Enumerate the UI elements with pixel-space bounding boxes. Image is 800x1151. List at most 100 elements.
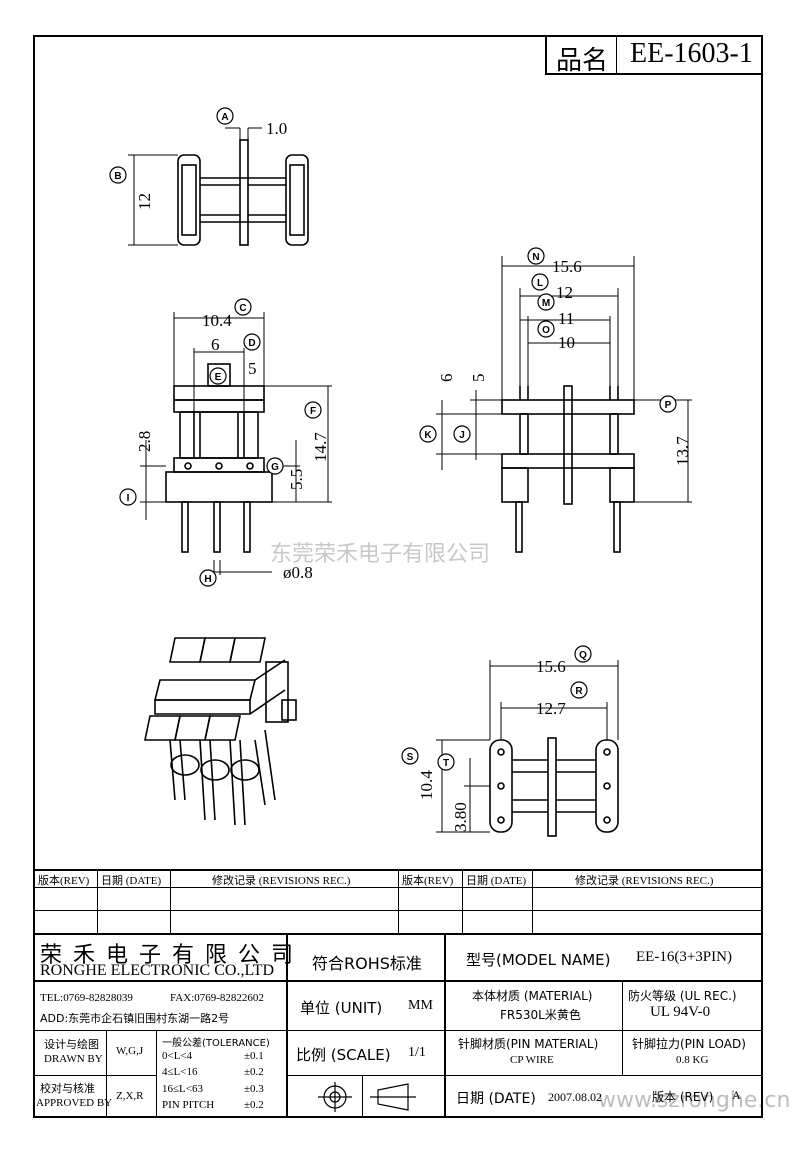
isometric-view: [144, 637, 297, 826]
fire-rating-value: UL 94V-0: [650, 1004, 711, 1020]
circle-letter: N: [532, 252, 539, 263]
revisions-divider: [97, 869, 98, 933]
revisions-divider: [170, 869, 171, 933]
dim-n: 15.6: [552, 257, 582, 276]
date-label: 日期 (DATE): [456, 1091, 536, 1107]
circle-letter: Q: [579, 650, 587, 661]
revisions-divider: [398, 869, 399, 933]
dim-c: 10.4: [202, 311, 232, 330]
drawn-by-value: W,G,J: [116, 1045, 144, 1057]
circle-letter: G: [271, 462, 279, 473]
watermark-url: www.szronghe.cn: [598, 1088, 791, 1113]
dim-k: 6: [437, 374, 456, 383]
unit-value: MM: [408, 998, 433, 1013]
rev-header-rec-2: 修改记录 (REVISIONS REC.): [575, 875, 714, 887]
circle-letter: S: [407, 752, 414, 763]
tb-line: [286, 1075, 763, 1076]
dim-d: 6: [211, 335, 220, 354]
circle-letter: C: [239, 303, 246, 314]
scale-value: 1/1: [408, 1045, 426, 1060]
front-view: [165, 363, 273, 553]
circle-letter: A: [221, 112, 228, 123]
rev-label: 版本 (REV): [652, 1090, 714, 1104]
scale-label: 比例 (SCALE): [296, 1046, 391, 1064]
dim-q: 15.6: [536, 657, 566, 676]
circle-letter: I: [127, 493, 130, 504]
header-partno-cell: [616, 35, 763, 75]
tb-divider: [106, 1030, 107, 1118]
circle-letter: L: [537, 278, 543, 289]
dim-i: 2.8: [135, 431, 154, 452]
dim-m: 11: [558, 309, 574, 328]
header-partno: EE-1603-1: [630, 38, 753, 69]
circle-letter: D: [248, 338, 255, 349]
tb-line: [33, 1075, 156, 1076]
company-fax: FAX:0769-82822602: [170, 992, 264, 1004]
unit-label: 单位 (UNIT): [300, 999, 383, 1017]
pin-load-value: 0.8 KG: [676, 1054, 709, 1066]
tolerance-range: 4≤L<16: [162, 1066, 198, 1078]
circle-letter: T: [443, 758, 449, 769]
dim-l: 12: [556, 283, 573, 302]
rohs-label: 符合ROHS标准: [312, 954, 422, 973]
dim-r: 12.7: [536, 699, 566, 718]
tolerance-value: ±0.3: [244, 1083, 264, 1095]
company-name-en: RONGHE ELECTRONIC CO.,LTD: [40, 962, 275, 979]
tb-divider: [444, 933, 446, 1118]
tb-line: [33, 1030, 763, 1031]
circle-letter: O: [542, 325, 550, 336]
side-view: [501, 385, 635, 553]
circle-letter: R: [575, 686, 583, 697]
tolerance-value: ±0.2: [244, 1066, 264, 1078]
circle-letter: M: [542, 298, 550, 309]
model-label: 型号(MODEL NAME): [466, 951, 611, 969]
circle-letter: B: [114, 171, 121, 182]
dim-f: 14.7: [311, 432, 330, 462]
dim-b: 12: [135, 193, 154, 210]
tolerance-range: 16≤L<63: [162, 1083, 203, 1095]
fire-rating-label: 防火等级 (UL REC.): [628, 989, 737, 1003]
tolerance-value: ±0.2: [244, 1099, 264, 1111]
dim-g: 5.5: [287, 469, 306, 490]
tolerance-value: ±0.1: [244, 1050, 264, 1062]
dim-e: 5: [248, 359, 257, 378]
rev-header-date: 日期 (DATE): [101, 875, 162, 887]
dim-s: 10.4: [417, 770, 436, 800]
circle-letter: E: [215, 372, 222, 383]
circle-letter: F: [310, 406, 316, 417]
dim-h: ø0.8: [283, 563, 313, 582]
company-name-cn: 荣 禾 电 子 有 限 公 司: [40, 943, 295, 968]
pin-material-value: CP WIRE: [510, 1054, 554, 1066]
circle-letter: K: [424, 430, 432, 441]
title-block: [33, 933, 763, 1118]
revisions-divider: [462, 869, 463, 933]
drawn-by-label-cn: 设计与绘图: [44, 1038, 99, 1051]
circle-letter: P: [665, 400, 672, 411]
revisions-divider: [532, 869, 533, 933]
tb-line: [33, 980, 763, 982]
pin-load-label: 针脚拉力(PIN LOAD): [632, 1037, 746, 1051]
dim-o: 10: [558, 333, 575, 352]
dim-a: 1.0: [266, 119, 287, 138]
tb-divider: [156, 1030, 157, 1118]
rev-header-rev: 版本(REV): [38, 875, 90, 887]
tb-divider: [286, 933, 288, 1118]
tb-divider: [362, 1075, 363, 1118]
drawn-by-label-en: DRAWN BY: [44, 1053, 103, 1065]
dim-p: 13.7: [673, 436, 692, 466]
approved-by-label-cn: 校对与核准: [40, 1082, 95, 1095]
rev-header-rev-2: 版本(REV): [402, 875, 454, 887]
pin-material-label: 针脚材质(PIN MATERIAL): [458, 1037, 599, 1051]
approved-by-value: Z,X,R: [116, 1090, 144, 1102]
bottom-view: [489, 737, 619, 837]
dim-t: 3.80: [451, 802, 470, 832]
tolerance-title: 一般公差(TOLERANCE): [162, 1038, 270, 1049]
material-value: FR530L米黄色: [500, 1008, 581, 1022]
company-tel: TEL:0769-82828039: [40, 992, 133, 1004]
header-label: 品名: [556, 46, 609, 76]
company-address: ADD:东莞市企石镇旧围村东湖一路2号: [40, 1012, 230, 1025]
technical-drawing: A B C D E F G H I K J L M N O P Q R S T …: [109, 107, 692, 837]
tolerance-range: 0<L<4: [162, 1050, 193, 1062]
projection-symbol-icon: [318, 1082, 416, 1112]
material-label: 本体材质 (MATERIAL): [472, 989, 593, 1003]
